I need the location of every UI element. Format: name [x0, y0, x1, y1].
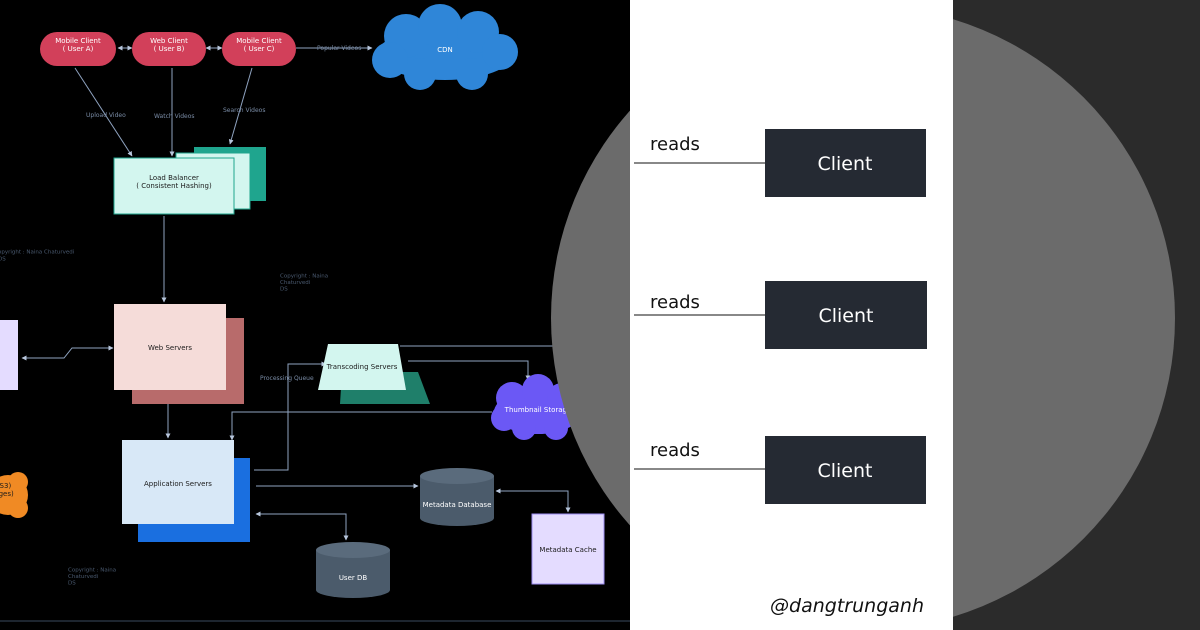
- load-balancer-shape: [113, 157, 235, 215]
- application-servers-node[interactable]: Application Servers: [122, 440, 250, 542]
- reads-row-2: reads Client: [634, 281, 927, 349]
- label-line: opyright : Naina Chaturvedi: [0, 250, 75, 256]
- label-line: ( User B): [154, 45, 185, 53]
- reads-row-1: reads Client: [634, 129, 926, 197]
- reads-label: reads: [650, 134, 700, 155]
- edge-search: [228, 67, 253, 145]
- web-client-b-label: Web Client( User B): [150, 37, 188, 53]
- edge-left-web: [21, 345, 114, 361]
- label-line: Chaturvedi: [280, 280, 311, 286]
- edge-label-processing-queue: Processing Queue: [260, 375, 314, 382]
- edge-upload: [74, 67, 133, 157]
- s3-storage-partial-node: (S3)ages): [0, 472, 28, 518]
- edge-metadata-db-cache: [495, 488, 571, 513]
- edge-app-user-db: [255, 511, 349, 541]
- client-label: Client: [818, 305, 873, 327]
- user-db-top: [316, 542, 390, 558]
- application-servers-shape: [122, 440, 234, 524]
- metadata-database-body: [420, 476, 494, 526]
- thumbnail-storage-label: Thumbnail Storage: [504, 406, 572, 414]
- s3-storage-cloud-shape: [0, 472, 28, 518]
- label-line: Mobile Client: [236, 37, 282, 45]
- metadata-cache-shape: [531, 513, 605, 585]
- user-db-node[interactable]: User DB: [316, 542, 390, 598]
- mobile-client-c-label: Mobile Client( User C): [236, 37, 282, 53]
- transcoding-servers-shape: [318, 344, 406, 390]
- label-line: Copyright : Naina: [280, 273, 328, 279]
- metadata-database-top: [420, 468, 494, 484]
- label-line: ( Consistent Hashing): [136, 182, 212, 190]
- reads-label: reads: [650, 292, 700, 313]
- label-line: Mobile Client: [55, 37, 101, 45]
- client-box[interactable]: [765, 436, 926, 504]
- client-label: Client: [817, 153, 872, 175]
- label-line: DS: [68, 581, 76, 587]
- web-servers-node[interactable]: Web Servers: [114, 304, 244, 404]
- metadata-database-node[interactable]: Metadata Database: [420, 468, 494, 526]
- edge-transcoding-thumbnail: [408, 360, 531, 381]
- mobile-client-a-label: Mobile Client( User A): [55, 37, 101, 53]
- cdn-label: CDN: [437, 46, 453, 54]
- label-line: Copyright : Naina: [68, 567, 116, 573]
- client-box[interactable]: [765, 129, 926, 197]
- label-line: ( User A): [63, 45, 94, 53]
- edge-thumbnail-app: [229, 411, 492, 441]
- client-label: Client: [817, 460, 872, 482]
- label-line: Chaturvedi: [68, 574, 99, 580]
- transcoding-servers-node[interactable]: Transcoding Servers: [318, 344, 430, 404]
- label-line: Web Client: [150, 37, 188, 45]
- left-partial-node: [0, 320, 18, 390]
- mobile-client-a-shape: [40, 32, 116, 66]
- application-servers-label: Application Servers: [144, 480, 212, 488]
- edge-label-watch-videos: Watch Videos: [154, 113, 195, 120]
- edge-label-popular-videos: Popular Videos: [317, 45, 361, 52]
- s3-storage-partial-label: (S3)ages): [0, 482, 14, 498]
- load-balancer-node[interactable]: Load Balancer( Consistent Hashing): [113, 147, 266, 215]
- mobile-client-c-node[interactable]: Mobile Client( User C): [222, 32, 296, 66]
- web-client-b-node[interactable]: Web Client( User B): [132, 32, 206, 66]
- label-line: ( User C): [244, 45, 275, 53]
- transcoding-servers-label: Transcoding Servers: [326, 363, 398, 371]
- reads-row-3: reads Client: [634, 436, 926, 504]
- web-client-b-shape: [132, 32, 206, 66]
- mobile-client-a-node[interactable]: Mobile Client( User A): [40, 32, 116, 66]
- label-line: ages): [0, 490, 14, 498]
- architecture-diagram: Popular Videos Upload Video Watch Videos…: [0, 4, 630, 622]
- user-db-body: [316, 550, 390, 598]
- mobile-client-c-shape: [222, 32, 296, 66]
- web-servers-shape: [114, 304, 226, 390]
- label-line: DS: [0, 256, 6, 262]
- load-balancer-label: Load Balancer( Consistent Hashing): [136, 174, 212, 190]
- client-box[interactable]: [765, 281, 927, 349]
- label-line: (S3): [0, 482, 11, 490]
- label-line: Load Balancer: [149, 174, 199, 182]
- edge-app-transcoding: [254, 361, 327, 471]
- edge-label-search-videos: Search Videos: [223, 107, 265, 114]
- edge-label-upload-video: Upload Video: [86, 112, 126, 119]
- reads-panel: reads Client reads Client reads Client @…: [630, 0, 953, 630]
- metadata-database-label: Metadata Database: [423, 501, 492, 509]
- cdn-cloud-shape: [372, 4, 518, 90]
- metadata-cache-node[interactable]: Metadata Cache: [531, 513, 605, 585]
- metadata-cache-label: Metadata Cache: [539, 546, 596, 554]
- label-line: DS: [280, 287, 288, 293]
- author-handle: @dangtrunganh: [770, 595, 924, 617]
- reads-label: reads: [650, 440, 700, 461]
- user-db-label: User DB: [339, 574, 368, 582]
- cdn-node[interactable]: CDN: [372, 4, 518, 90]
- web-servers-label: Web Servers: [148, 344, 192, 352]
